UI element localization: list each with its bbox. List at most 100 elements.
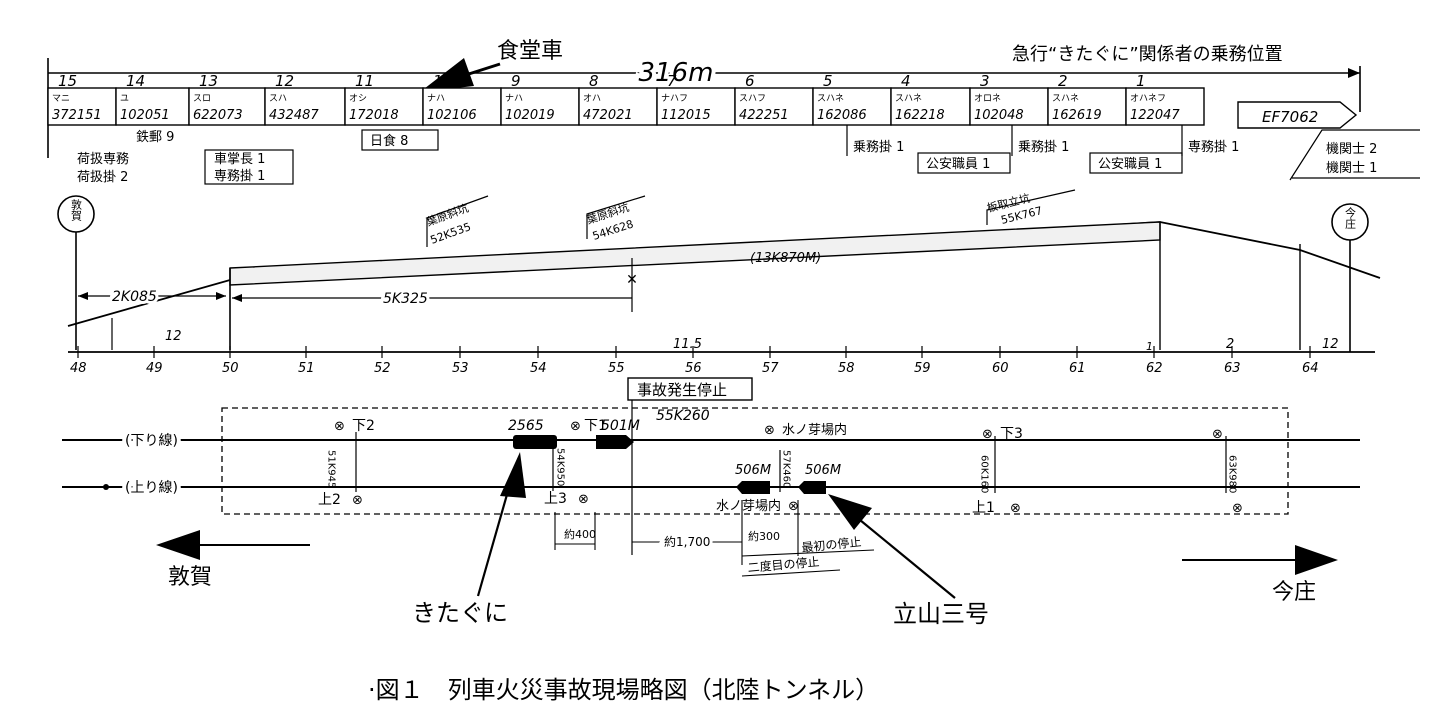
dir-right: 今庄: [1272, 580, 1316, 605]
km-mark: 62: [1146, 361, 1163, 376]
crew-conductor-1: 車掌長 1: [214, 152, 265, 167]
grade-3: 1: [1146, 340, 1153, 353]
locomotive: EF7062: [1237, 101, 1358, 129]
car-id: 162086: [817, 108, 867, 123]
km-63: 63K980: [1227, 455, 1238, 493]
km-mark: 58: [838, 361, 855, 376]
train-formation: 316m 急行“きたぐに”関係者の乗務位置 食堂車 15マニ37215114ユ1…: [47, 39, 1420, 185]
crew-baggage-2: 荷扱掛 2: [77, 170, 128, 185]
tateyama-label: 立山三号: [893, 600, 989, 628]
car-type: スロ: [193, 94, 211, 104]
car-number: 3: [980, 72, 990, 90]
car-number: 11: [355, 72, 374, 90]
car-box: [578, 87, 658, 126]
train-506m-b-label: 506M: [805, 463, 841, 478]
car-row: 15マニ37215114ユ10205113スロ62207312スハ4324871…: [47, 72, 1358, 129]
car-id: 102019: [505, 108, 555, 123]
stop-km: 55K260: [656, 408, 710, 424]
station-left: 敦賀: [70, 198, 83, 222]
pointer-tateyama-icon: [828, 494, 872, 530]
km-mark: 57: [762, 361, 779, 376]
arrow-left-icon: [156, 530, 200, 560]
signal-d1: 下1: [584, 418, 607, 434]
locomotive-box: [1237, 101, 1358, 129]
car-number: 4: [901, 72, 911, 90]
crew-police-4: 公安職員 1: [926, 157, 990, 172]
second-stop: 二度目の停止: [747, 554, 820, 575]
train-501m: [596, 435, 634, 449]
km-mark: 52: [374, 361, 391, 376]
tunnel-profile: 敦賀 今庄 (13K870M) 葉原斜坑 52K535 葉原斜坑 54K628 …: [57, 189, 1381, 376]
signal-inside-1: 水ノ芽場内: [782, 422, 847, 438]
train-2565-label: 2565: [508, 418, 544, 434]
crew-police-2: 公安職員 1: [1098, 157, 1162, 172]
car-id: 172018: [349, 108, 399, 123]
car-number: 9: [511, 72, 521, 90]
signal-d2: 下2: [352, 418, 375, 434]
car-number: 5: [823, 72, 833, 90]
car-id: 372151: [52, 108, 102, 123]
car-9: 9 ナハ 102019: [500, 72, 580, 126]
car-number: 12: [275, 72, 294, 90]
crew-dining: 日食 8: [370, 133, 408, 149]
crew-baggage-1: 荷扱専務: [77, 152, 129, 167]
car-id: 622073: [193, 108, 243, 123]
crew-3: 乗務掛 1: [1018, 140, 1069, 155]
car-box: [500, 87, 580, 126]
car-number: 8: [589, 72, 599, 90]
crew-labels: 鉄郵 9 荷扱専務 荷扱掛 2 車掌長 1 専務掛 1 日食 8 乗務掛 1 公…: [77, 125, 1420, 185]
km-mark: 55: [608, 361, 625, 376]
km-mark: 51: [298, 361, 315, 376]
crew-conductor-2: 専務掛 1: [214, 169, 265, 184]
km-mark: 50: [222, 361, 239, 376]
signal-u1: 上1: [972, 500, 995, 516]
car-type: ナハ: [505, 93, 523, 104]
locomotive-id: EF7062: [1262, 108, 1318, 126]
km-mark: 61: [1069, 361, 1086, 376]
km-mark: 60: [992, 361, 1009, 376]
car-id: 112015: [661, 108, 711, 123]
km-51: 51K945: [326, 450, 337, 488]
car-type: スハネ: [1052, 93, 1079, 104]
dist-300: 約300: [748, 529, 780, 543]
dir-left: 敦賀: [168, 565, 212, 590]
signal-icon: ⊗: [1232, 501, 1243, 516]
signal-icon: ⊗: [764, 423, 775, 438]
kitaguni-label: きたぐに: [412, 599, 508, 627]
car-box: [656, 87, 736, 126]
car-id: 162218: [895, 108, 945, 123]
km-mark: 54: [530, 361, 547, 376]
track-layout: (下り線) (上り線) 事故発生停止 55K260 51K945 54K950 …: [62, 377, 1360, 628]
car-box: [1125, 87, 1205, 126]
signal-icon: ⊗: [334, 419, 345, 434]
train-2565: [513, 435, 557, 449]
train-506m-b: [798, 481, 826, 494]
car-type: オハネフ: [1130, 93, 1166, 104]
car-box: [812, 87, 892, 126]
stop-label: 事故発生停止: [637, 381, 727, 399]
station-right: 今庄: [1344, 206, 1357, 230]
car-number: 13: [199, 72, 218, 90]
signal-icon: ⊗: [982, 427, 993, 442]
car-id: 422251: [739, 108, 789, 123]
signal-icon: ⊗: [1010, 501, 1021, 516]
grade-1: 12: [165, 329, 182, 344]
km-mark: 63: [1224, 361, 1241, 376]
signal-d3: 下3: [1000, 426, 1023, 442]
car-box: [47, 87, 117, 126]
car-number: 1: [1136, 72, 1146, 90]
arrow-right-icon: [1295, 545, 1338, 575]
car-type: スハネ: [895, 93, 922, 104]
km-mark: 56: [685, 361, 702, 376]
length-label: 316m: [639, 58, 714, 88]
train-506m-a-label: 506M: [735, 463, 771, 478]
signal-u2: 上2: [318, 492, 341, 508]
car-id: 102106: [427, 108, 477, 123]
km-mark: 48: [70, 361, 87, 376]
